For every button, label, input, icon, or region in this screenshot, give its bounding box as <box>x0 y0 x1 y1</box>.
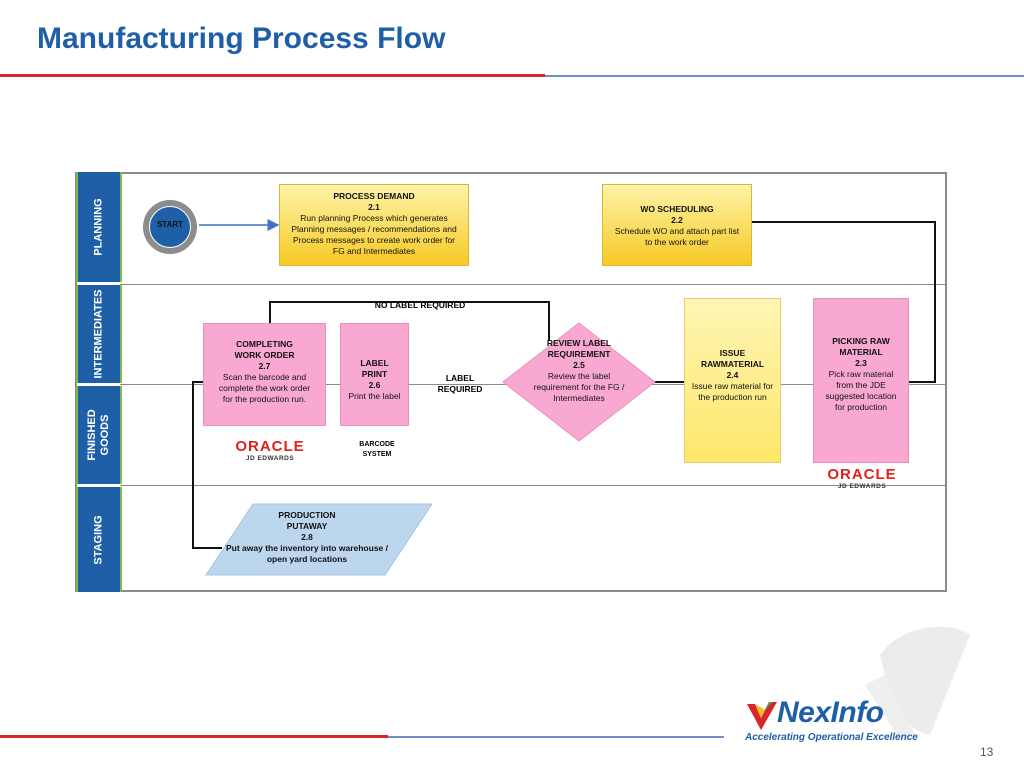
lane-finished-goods: FINISHED GOODS <box>76 386 122 484</box>
picking-title: PICKING RAW MATERIAL <box>832 336 890 357</box>
nexinfo-tagline: Accelerating Operational Excellence <box>745 732 918 743</box>
review-label-diamond <box>502 322 656 442</box>
connector-no-label <box>269 301 550 341</box>
wo-scheduling-num: 2.2 <box>671 215 683 225</box>
oracle-jde-logo-left: ORACLE JD EDWARDS <box>230 438 310 462</box>
label-required-label: LABEL REQUIRED <box>437 373 483 394</box>
process-demand-title: PROCESS DEMAND <box>333 191 415 201</box>
footer-line-blue <box>388 736 724 738</box>
oracle-word: ORACLE <box>235 438 305 455</box>
connector-completing-to-putaway <box>192 381 222 549</box>
lane-staging: STAGING <box>76 487 122 592</box>
process-demand-box: PROCESS DEMAND 2.1 Run planning Process … <box>279 184 469 266</box>
wo-scheduling-box: WO SCHEDULING 2.2 Schedule WO and attach… <box>602 184 752 266</box>
completing-work-order-box: COMPLETING WORK ORDER 2.7 Scan the barco… <box>203 323 326 426</box>
lane-separator <box>120 284 947 285</box>
watermark-logo <box>865 626 970 740</box>
page-title: Manufacturing Process Flow <box>37 22 446 55</box>
putaway-num: 2.8 <box>301 532 313 542</box>
oracle-jde-logo-right: ORACLE JD EDWARDS <box>822 466 902 490</box>
issue-raw-material-box: ISSUE RAWMATERIAL 2.4 Issue raw material… <box>684 298 781 463</box>
production-putaway-shape <box>205 503 433 576</box>
connector-wo-to-picking <box>752 221 936 383</box>
title-underline-red <box>0 74 545 77</box>
completing-num: 2.7 <box>258 361 271 371</box>
putaway-desc: Put away the inventory into warehouse / … <box>225 543 388 564</box>
wo-scheduling-title: WO SCHEDULING <box>640 204 714 214</box>
nexinfo-name: NexInfo <box>777 696 884 729</box>
oracle-sub: JD EDWARDS <box>837 483 887 490</box>
lane-intermediates: INTERMEDIATES <box>76 285 122 383</box>
completing-title: COMPLETING WORK ORDER <box>234 339 295 360</box>
review-desc: Review the label requirement for the FG … <box>533 371 625 403</box>
oracle-sub: JD EDWARDS <box>245 455 295 462</box>
page-number: 13 <box>980 745 994 759</box>
lane-planning: PLANNING <box>76 172 122 282</box>
label-print-title: LABEL PRINT <box>360 358 389 379</box>
process-demand-desc: Run planning Process which generates Pla… <box>291 213 457 256</box>
lane-separator <box>120 485 947 486</box>
production-putaway-text: PRODUCTION PUTAWAY 2.8 Put away the inve… <box>225 510 389 565</box>
picking-num: 2.3 <box>855 358 867 368</box>
no-label-required-label: NO LABEL REQUIRED <box>374 300 466 310</box>
title-underline-blue <box>545 75 1024 77</box>
issue-title: ISSUE RAWMATERIAL <box>700 348 765 369</box>
picking-raw-material-box: PICKING RAW MATERIAL 2.3 Pick raw materi… <box>813 298 909 463</box>
review-num: 2.5 <box>573 360 585 370</box>
start-label: START <box>156 220 184 229</box>
oracle-word: ORACLE <box>827 466 897 483</box>
review-label-text: REVIEW LABEL REQUIREMENT 2.5 Review the … <box>512 338 646 404</box>
wo-scheduling-desc: Schedule WO and attach part list to the … <box>614 226 740 247</box>
nexinfo-mark-icon <box>747 702 777 730</box>
start-node: START <box>143 200 197 254</box>
barcode-system-label: BARCODE SYSTEM <box>359 441 395 458</box>
process-demand-num: 2.1 <box>368 202 380 212</box>
completing-desc: Scan the barcode and complete the work o… <box>218 372 311 404</box>
picking-desc: Pick raw material from the JDE suggested… <box>825 369 897 412</box>
issue-desc: Issue raw material for the production ru… <box>691 381 774 402</box>
review-title: REVIEW LABEL REQUIREMENT <box>546 338 612 359</box>
putaway-title: PRODUCTION PUTAWAY <box>278 510 336 531</box>
issue-num: 2.4 <box>726 370 739 380</box>
label-print-box: LABEL PRINT 2.6 Print the label <box>340 323 409 426</box>
label-print-desc: Print the label <box>348 391 401 401</box>
label-print-num: 2.6 <box>368 380 381 390</box>
footer-line-red <box>0 735 388 738</box>
